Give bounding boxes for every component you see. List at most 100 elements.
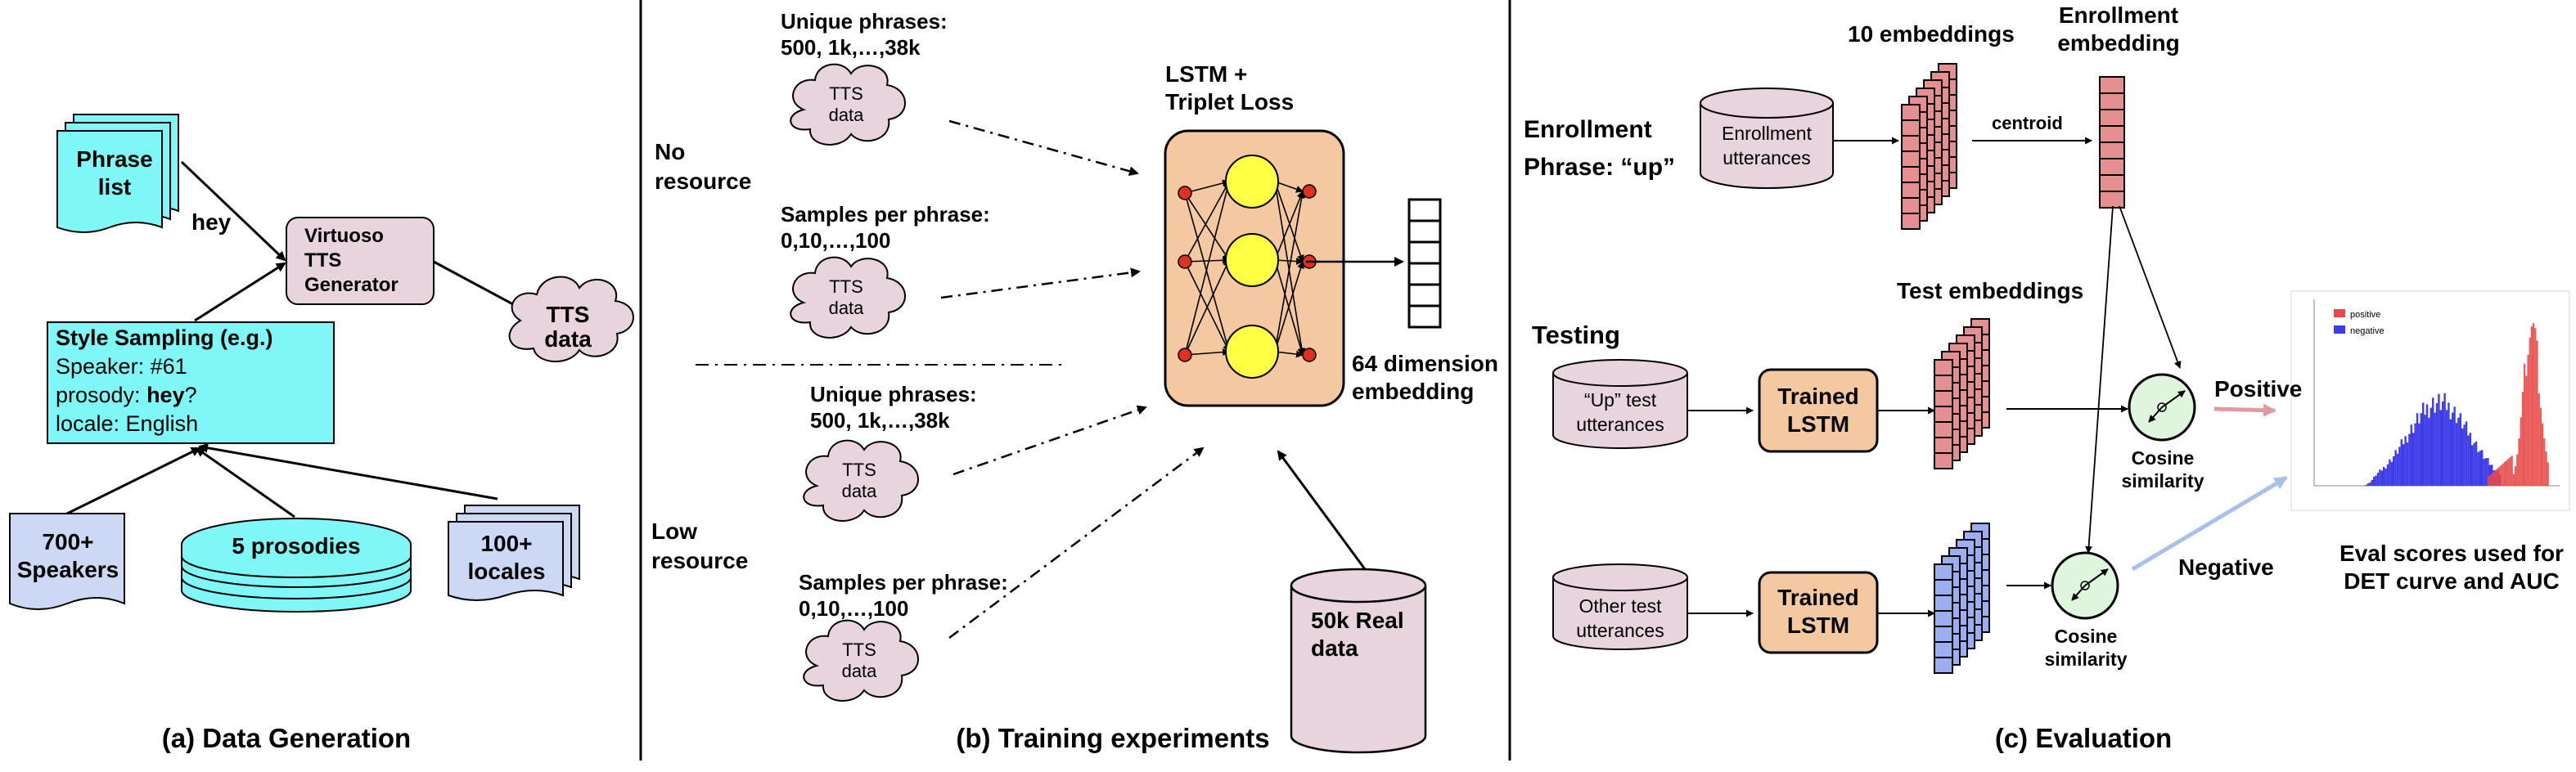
test-embedding-stack-blue: [1934, 523, 1990, 674]
up-test-cylinder: [1552, 359, 1688, 449]
lstm-input-node: [1178, 348, 1192, 362]
embedding-cell: [1407, 219, 1442, 244]
histogram-bar-negative: [2453, 406, 2456, 486]
histogram-bar-positive: [2545, 451, 2547, 486]
lstm-network: [1178, 155, 1317, 379]
testing-label: Testing: [1532, 321, 1620, 349]
legend-swatch-negative: [2334, 325, 2345, 334]
histogram-bar-positive: [2527, 354, 2529, 486]
histogram-bar-positive: [2497, 468, 2499, 486]
prosodies-stack-icon: [181, 518, 412, 613]
histogram-bar-negative: [2389, 459, 2391, 486]
centroid-embedding-vector: [2099, 76, 2125, 209]
test-embedding-stack-red: [1934, 318, 1990, 469]
lstm-edge: [1184, 259, 1230, 356]
histogram-bar-negative: [2461, 428, 2464, 486]
arrow-centroid-to-cos1: [2119, 205, 2182, 369]
centroid-cell: [2099, 191, 2125, 209]
histogram-bar-negative: [2404, 436, 2407, 486]
edge-style-to-generator: [194, 262, 286, 322]
embedding-cell: [1407, 262, 1442, 286]
centroid-cell: [2099, 174, 2125, 192]
cosine-node-1: [2128, 373, 2196, 442]
histogram-bar-negative: [2396, 453, 2399, 486]
embedding-cell: [1934, 595, 1953, 612]
arrow-realdata-to-lstm: [1277, 450, 1367, 570]
edge-prosodies-to-style: [195, 447, 295, 518]
test-embeddings-label: Test embeddings: [1897, 278, 2084, 303]
real-data-cylinder: [1290, 568, 1427, 754]
style-sampling-text: Style Sampling (e.g.) Speaker: #61 proso…: [56, 325, 273, 436]
embedding-cell: [1934, 579, 1953, 596]
histogram-bar-negative: [2432, 397, 2434, 486]
panel-b: [696, 63, 1442, 754]
legend-text-negative: negative: [2350, 326, 2385, 336]
embedding-cell: [1407, 198, 1442, 222]
lstm-edge: [1184, 348, 1230, 357]
embedding-cell: [1934, 437, 1953, 454]
centroid-cell: [2099, 109, 2125, 127]
histogram-bar-negative: [2385, 469, 2387, 486]
lstm-output-node: [1302, 184, 1317, 199]
locales-doc-icon: [448, 505, 580, 601]
embedding-cell: [1901, 150, 1921, 168]
histogram-bar-positive: [2530, 326, 2533, 486]
negative-label: Negative: [2178, 554, 2274, 580]
unique-phrases-1: Unique phrases:500, 1k,…,38k: [781, 9, 948, 60]
histogram-bar-negative: [2484, 458, 2488, 486]
histogram-bar-negative: [2443, 393, 2446, 486]
histogram-bar-negative: [2452, 412, 2454, 486]
lstm-edge: [1274, 191, 1306, 352]
histogram-bar-negative: [2483, 458, 2485, 486]
panel-c: positive negative: [1552, 63, 2570, 674]
histogram-bar-negative: [2422, 402, 2425, 486]
centroid-cell: [2099, 125, 2125, 143]
tts-cloud-2: [790, 256, 906, 339]
histogram-bar-positive: [2534, 328, 2537, 486]
centroid-cell: [2099, 141, 2125, 159]
embedding-cell: [1901, 104, 1921, 121]
lstm-triplet-title: LSTM +Triplet Loss: [1165, 61, 1295, 114]
embedding-cell: [1934, 406, 1953, 423]
embedding-cell: [1934, 390, 1953, 407]
embedding-cell: [1934, 610, 1953, 627]
embedding-cell: [1934, 626, 1953, 643]
histogram-bar-negative: [2455, 423, 2458, 486]
embedding-cell: [1407, 283, 1442, 307]
lstm-hidden-node: [1225, 325, 1279, 379]
legend-text-positive: positive: [2350, 310, 2380, 320]
embedding-cell: [1934, 359, 1953, 376]
histogram-bar-positive: [2533, 323, 2535, 486]
lstm-edge: [1274, 181, 1304, 263]
histogram-bar-positive: [2543, 438, 2546, 486]
lstm-edge: [1184, 179, 1230, 194]
edge-phrase-to-generator: [180, 160, 286, 262]
speakers-doc-icon: [9, 513, 125, 610]
lstm-edge: [1184, 192, 1230, 261]
caption-c: (c) Evaluation: [1994, 723, 2173, 753]
histogram-bar-negative: [2448, 402, 2450, 486]
lstm-edge: [1184, 181, 1230, 263]
histogram-bar-positive: [2542, 423, 2544, 486]
histogram-bar-positive: [2500, 465, 2502, 486]
arrow-centroid-to-cos2: [2085, 205, 2114, 554]
histogram-bar-positive: [2509, 457, 2511, 486]
arrow-cloud2-lstm: [940, 267, 1141, 299]
histogram-bar-negative: [2465, 421, 2468, 486]
centroid-cell: [2099, 76, 2125, 94]
histogram-bar-positive: [2491, 473, 2493, 486]
histogram-bar-negative: [2369, 482, 2371, 486]
arrow-negative: [2131, 475, 2288, 572]
histogram-bar-negative: [2425, 404, 2429, 486]
histogram-bar-positive: [2488, 476, 2490, 486]
embedding-cell: [1934, 641, 1953, 658]
